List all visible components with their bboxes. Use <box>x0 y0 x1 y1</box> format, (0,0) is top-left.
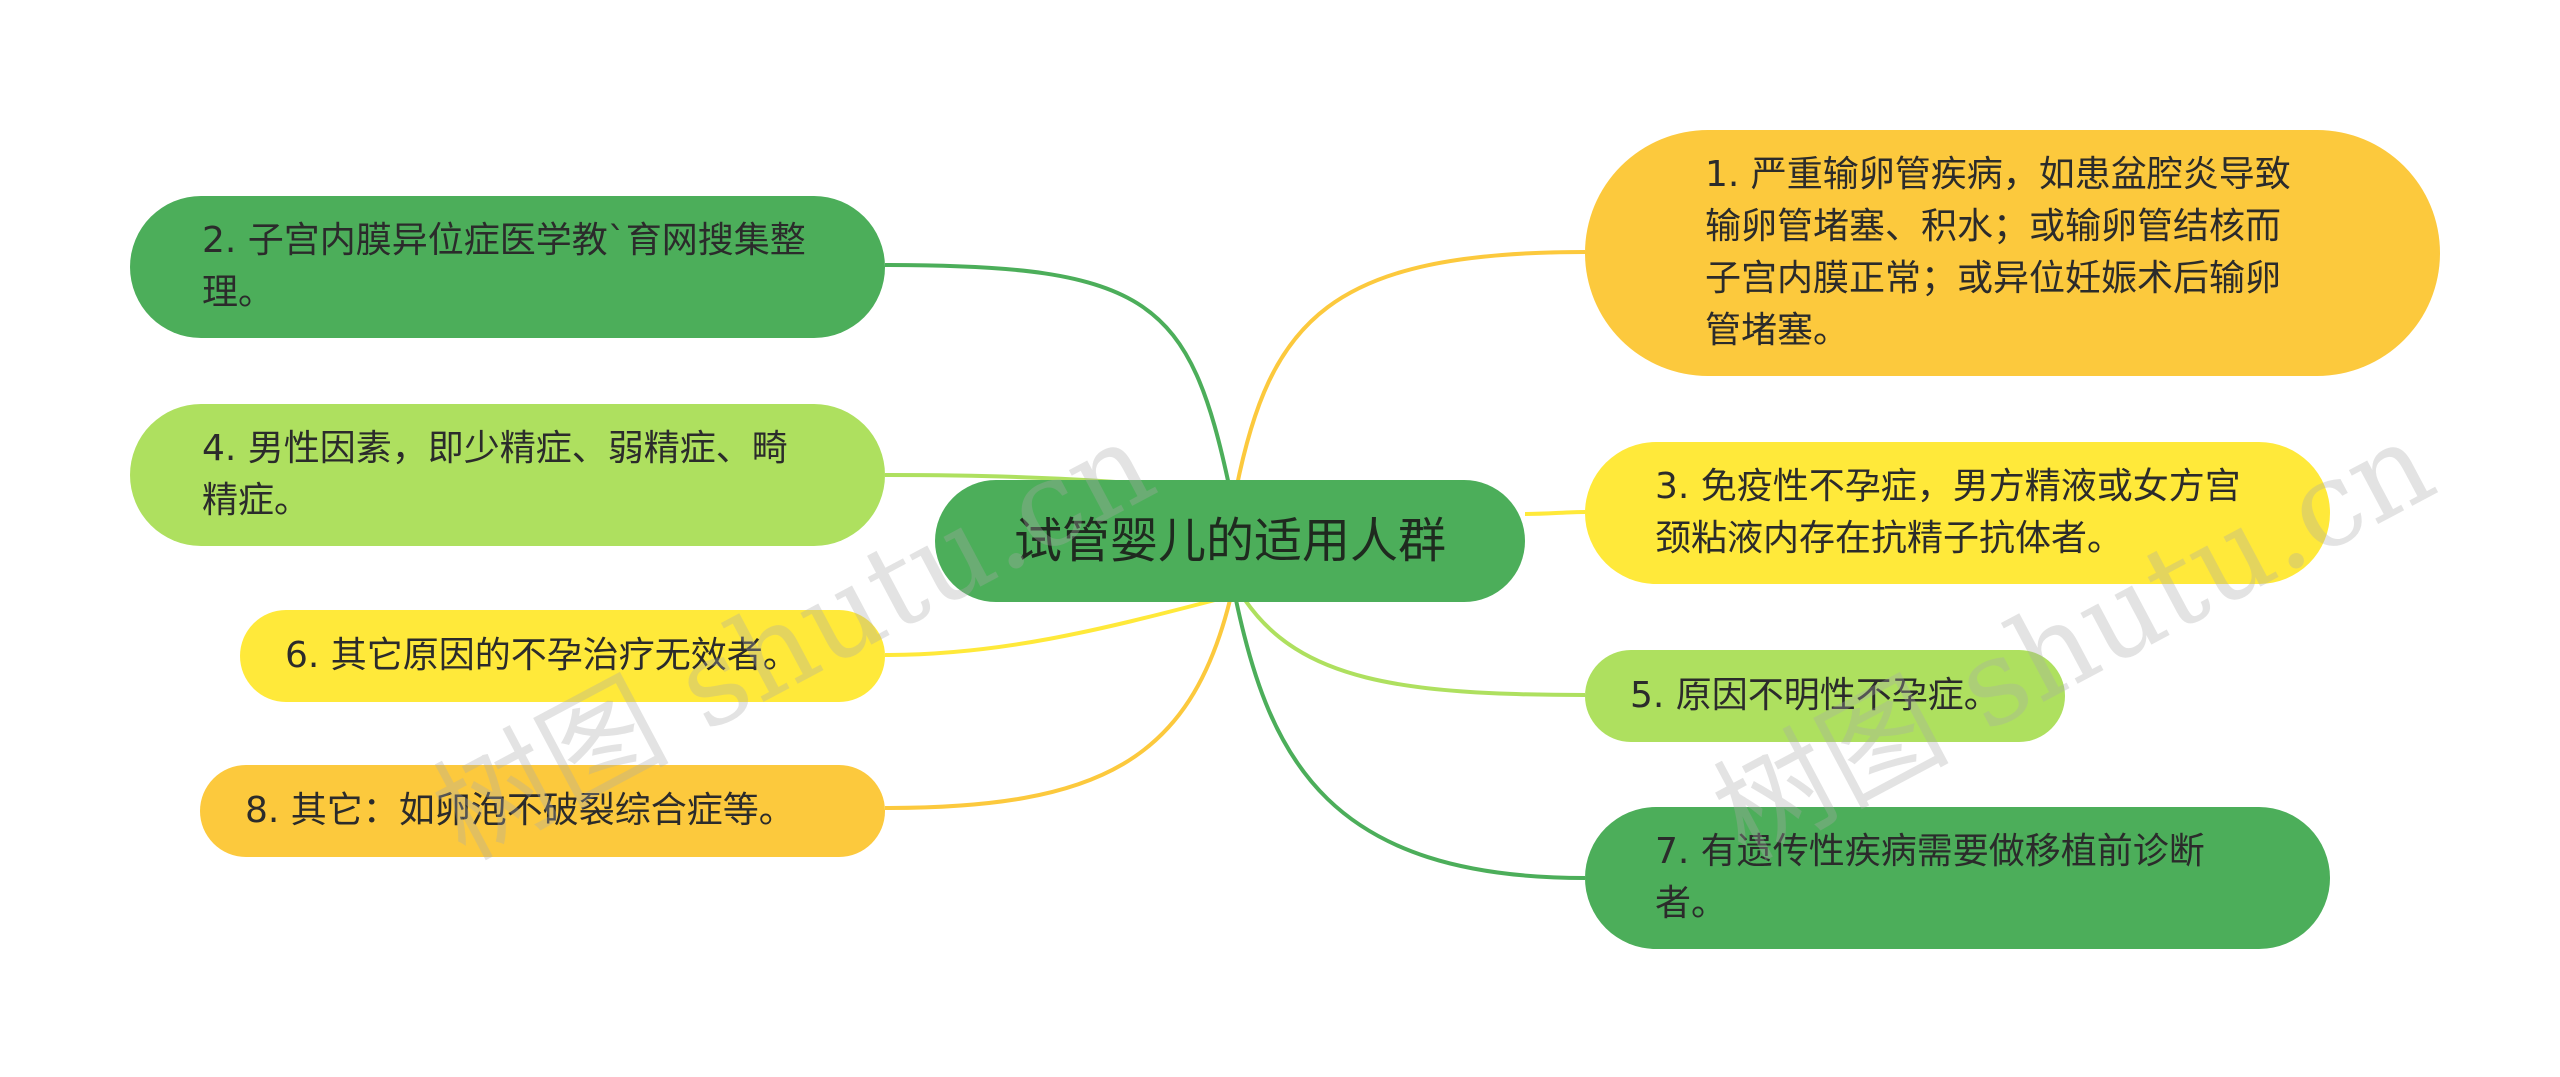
connector-center-to-node-1 <box>1234 250 1586 491</box>
topic-node-6-label: 6. 其它原因的不孕治疗无效者。 <box>285 635 799 676</box>
topic-node-7[interactable]: 7. 有遗传性疾病需要做移植前诊断者。 <box>1585 807 2330 949</box>
topic-node-1-label: 1. 严重输卵管疾病，如患盆腔炎导致输卵管堵塞、积水；或输卵管结核而子宫内膜正常… <box>1705 154 2291 351</box>
topic-node-2[interactable]: 2. 子宫内膜异位症医学教`育网搜集整理。 <box>130 196 885 338</box>
topic-node-5[interactable]: 5. 原因不明性不孕症。 <box>1585 650 2065 742</box>
connector-center-to-node-7 <box>1234 599 1586 880</box>
topic-node-4-label: 4. 男性因素，即少精症、弱精症、畸精症。 <box>202 428 788 521</box>
topic-node-5-label: 5. 原因不明性不孕症。 <box>1630 675 2000 716</box>
central-topic-label: 试管婴儿的适用人群 <box>1013 513 1446 569</box>
topic-node-3-label: 3. 免疫性不孕症，男方精液或女方宫颈粘液内存在抗精子抗体者。 <box>1655 466 2241 559</box>
connector-center-to-node-5 <box>1243 598 1586 697</box>
topic-node-4[interactable]: 4. 男性因素，即少精症、弱精症、畸精症。 <box>130 404 885 546</box>
topic-node-3[interactable]: 3. 免疫性不孕症，男方精液或女方宫颈粘液内存在抗精子抗体者。 <box>1585 442 2330 584</box>
topic-node-6[interactable]: 6. 其它原因的不孕治疗无效者。 <box>240 610 885 702</box>
topic-node-2-label: 2. 子宫内膜异位症医学教`育网搜集整理。 <box>202 220 806 313</box>
topic-node-8-label: 8. 其它：如卵泡不破裂综合症等。 <box>245 790 795 831</box>
central-topic[interactable]: 试管婴儿的适用人群 <box>935 480 1525 602</box>
connector-center-to-node-6 <box>884 598 1216 657</box>
topic-node-7-label: 7. 有遗传性疾病需要做移植前诊断者。 <box>1655 831 2205 924</box>
connector-center-to-node-3 <box>1524 510 1586 516</box>
connector-center-to-node-8 <box>884 599 1232 810</box>
topic-node-1[interactable]: 1. 严重输卵管疾病，如患盆腔炎导致输卵管堵塞、积水；或输卵管结核而子宫内膜正常… <box>1585 130 2440 376</box>
topic-node-8[interactable]: 8. 其它：如卵泡不破裂综合症等。 <box>200 765 885 857</box>
connector-center-to-node-2 <box>884 263 1232 491</box>
